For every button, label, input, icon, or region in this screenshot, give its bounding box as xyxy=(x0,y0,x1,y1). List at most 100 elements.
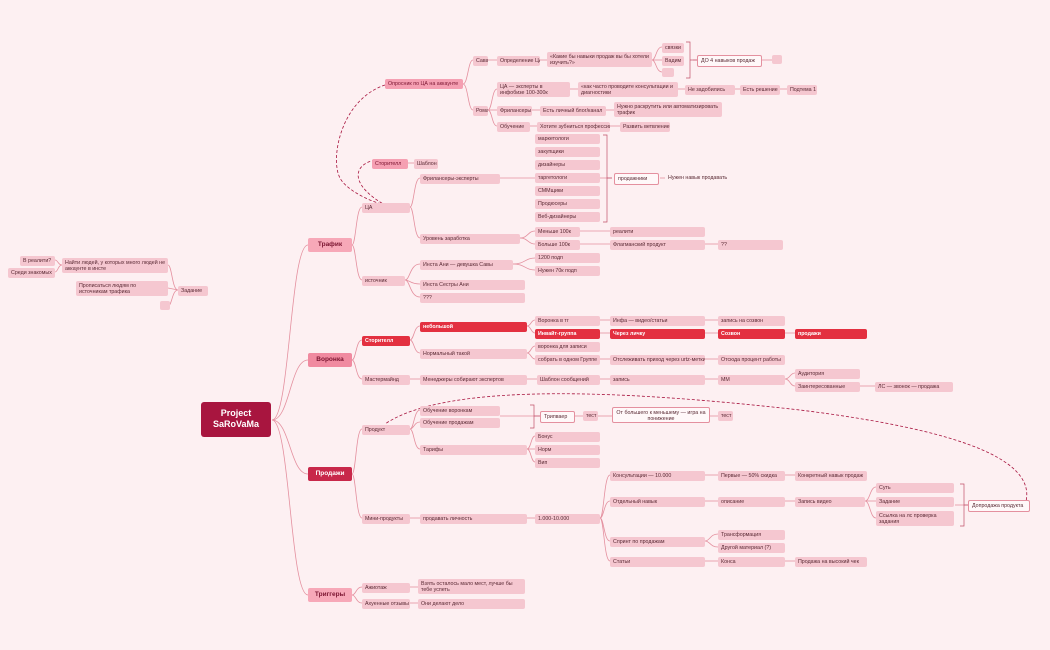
node-insta-sestry[interactable]: Инста Сестры Ани xyxy=(420,280,525,291)
node-menshe[interactable]: Меньше 100к xyxy=(535,227,580,238)
node-cherez-lichku[interactable]: Через личку xyxy=(610,329,705,340)
node-konsultacii[interactable]: Консультации — 10.000 xyxy=(610,471,705,482)
node-storitejl-v[interactable]: Сторителл xyxy=(362,336,410,347)
node-sobrat[interactable]: собрать в одном Группе xyxy=(535,355,600,366)
node-pervye[interactable]: Первые — 50% скидка xyxy=(718,471,785,482)
node-otslezhivat[interactable]: Отслеживать приход через urtz-метки xyxy=(610,355,705,366)
branch-voronka[interactable]: Воронка xyxy=(308,353,352,367)
node-masterminy[interactable]: Мастермайнд xyxy=(362,375,410,386)
node-ahuennye[interactable]: Ахуенные отзывы xyxy=(362,599,410,610)
node-vozhim[interactable]: Вадим xyxy=(662,56,684,67)
node-norm[interactable]: Норм xyxy=(535,445,600,456)
prof-5[interactable]: Продюсеры xyxy=(535,199,600,210)
prof-0[interactable]: маркетологи xyxy=(535,134,600,145)
node-ot-bolshego[interactable]: От большего к меньшему — игра на понижен… xyxy=(612,407,710,423)
node-flagmanskiy[interactable]: Флагманский продукт xyxy=(610,240,705,251)
node-do4[interactable]: ДО 4 навыков продаж xyxy=(697,55,762,68)
node-zapis-video[interactable]: Запись видео xyxy=(795,497,865,508)
node-sava[interactable]: Сава xyxy=(473,56,488,67)
node-hotite[interactable]: Хотите зубниться профессии xyxy=(537,122,610,133)
node-prodazhi-v[interactable]: продажи xyxy=(795,329,867,340)
node-normalnyi[interactable]: Нормальный такой xyxy=(420,349,527,360)
node-sut[interactable]: Суть xyxy=(876,483,954,494)
node-zadanie-left[interactable]: Задание xyxy=(178,286,208,297)
node-kakie-navyki[interactable]: «Какие бы навыки продаж вы бы хотели изу… xyxy=(547,52,652,67)
node-v-realnosti[interactable]: В реалити? xyxy=(20,256,55,267)
node-nuzhno-raskrutit[interactable]: Нужно раскрутить или автоматизировать тр… xyxy=(614,102,722,117)
node-otsoda[interactable]: Отсюда процент работы xyxy=(718,355,785,366)
node-infa[interactable]: Инфа — видео/статьи xyxy=(610,316,705,327)
node-nuzhen70[interactable]: Нужен 70к подп xyxy=(535,266,600,277)
node-tarify[interactable]: Тарифы xyxy=(420,445,527,456)
node-svyazi[interactable]: связки xyxy=(662,43,684,54)
node-produkt[interactable]: Продукт xyxy=(362,425,410,436)
node-konsa[interactable]: Конса xyxy=(718,557,785,568)
node-zapis[interactable]: запись xyxy=(610,375,705,386)
node-insta-anya[interactable]: Инста Ани — девушка Савы xyxy=(420,260,513,271)
node-roma[interactable]: Рома xyxy=(473,106,488,117)
node-test[interactable]: тест xyxy=(583,411,598,422)
node-zainteresovannye[interactable]: Заинтересованные xyxy=(795,382,860,393)
node-ls-zvonok[interactable]: ЛС — звонок — продажа xyxy=(875,382,953,393)
node-storitejl-t[interactable]: Сторителл xyxy=(372,159,408,170)
node-konkretnyi[interactable]: Конкретный навык продаж xyxy=(795,471,867,482)
prof-1[interactable]: закупщики xyxy=(535,147,600,158)
node-nuzhen-navyk[interactable]: Нужен навык продавать xyxy=(668,175,728,181)
node-voronka-tg[interactable]: Воронка в тг xyxy=(535,316,600,327)
node-ne-zadobilis[interactable]: Не задобились xyxy=(685,85,735,96)
branch-trafik[interactable]: Трафик xyxy=(308,238,352,252)
prof-2[interactable]: дизайнеры xyxy=(535,160,600,171)
node-sredi-znakomyh[interactable]: Среди знакомых xyxy=(8,268,55,279)
node-sprint[interactable]: Спринт по продажам xyxy=(610,537,705,548)
node-obuchenie[interactable]: Обучение xyxy=(497,122,530,133)
node-ssylka[interactable]: Ссылка на лс проверка задания xyxy=(876,511,954,526)
node-bolshe[interactable]: Больше 100к xyxy=(535,240,580,251)
node-mm[interactable]: ММ xyxy=(718,375,785,386)
node-vzyat[interactable]: Взять осталось мало мест, лучше бы тебе … xyxy=(418,579,525,594)
node-obuchenie-prodazham[interactable]: Обучение продажам xyxy=(420,418,500,429)
node-realnyi[interactable]: реалити xyxy=(610,227,705,238)
node-nebolshoy[interactable]: небольшой xyxy=(420,322,527,333)
prof-4[interactable]: СММщики xyxy=(535,186,600,197)
node-propisatsya[interactable]: Прописаться людям по источникам трафика xyxy=(76,281,168,296)
node-kak-chasto[interactable]: «как часто проводите консультации и диаг… xyxy=(578,82,678,97)
node-azhiotazh[interactable]: Ажиотаж xyxy=(362,583,410,594)
node-empty-2[interactable] xyxy=(772,55,782,64)
node-transformaciya[interactable]: Трансформация xyxy=(718,530,785,541)
node-oprosnik[interactable]: Опросник по ЦА на аккаунте xyxy=(385,79,463,90)
node-vip[interactable]: Вип xyxy=(535,458,600,469)
node-podp1200[interactable]: 1200 подп xyxy=(535,253,600,264)
node-prodazhniki[interactable]: продажники xyxy=(614,173,659,186)
prof-6[interactable]: Веб-дизайнеры xyxy=(535,212,600,223)
node-frilansery-eksperty[interactable]: Фрилансеры-эксперты xyxy=(420,174,500,185)
node-obuchenie-voronkam[interactable]: Обучение воронкам xyxy=(420,406,500,417)
node-nayti-lyudey[interactable]: Найти людей, у которых много людей не ак… xyxy=(62,258,168,273)
node-istochnik[interactable]: источник xyxy=(362,276,405,287)
node-voronka-dlya[interactable]: воронка для записи xyxy=(535,342,600,353)
node-opredelenie-ca[interactable]: Определение ЦА xyxy=(497,56,540,67)
node-intensiv[interactable]: Инвайт-группа xyxy=(535,329,600,340)
node-empty-left[interactable] xyxy=(160,301,170,310)
node-razvit[interactable]: Развить ветвление xyxy=(620,122,670,133)
node-ca[interactable]: ЦА xyxy=(362,203,410,214)
node-uroven[interactable]: Уровень заработка xyxy=(420,234,520,245)
branch-triggery[interactable]: Триггеры xyxy=(308,588,352,602)
node-auditoriya[interactable]: Аудитория xyxy=(795,369,860,380)
node-empty-1[interactable] xyxy=(662,68,674,77)
node-sozvon[interactable]: Созвон xyxy=(718,329,785,340)
node-opisanie[interactable]: описание xyxy=(718,497,785,508)
node-drugoy[interactable]: Другой материал (?) xyxy=(718,543,785,554)
node-bonus[interactable]: Бонус xyxy=(535,432,600,443)
node-zadanie-p[interactable]: Задание xyxy=(876,497,954,508)
node-otdelnyi[interactable]: Отдельный навык xyxy=(610,497,705,508)
node-oni-delayut[interactable]: Они делают дело xyxy=(418,599,525,610)
node-tripvayer[interactable]: Трипваер xyxy=(540,411,575,424)
node-range[interactable]: 1.000-10.000 xyxy=(535,514,600,525)
node-prodavat[interactable]: продавать личность xyxy=(420,514,527,525)
node-shablon[interactable]: Шаблон xyxy=(414,159,438,170)
node-qqq[interactable]: ??? xyxy=(420,293,525,304)
branch-prodazhi[interactable]: Продажи xyxy=(308,467,352,481)
node-mini[interactable]: Мини-продукты xyxy=(362,514,410,525)
node-ca-eksperty[interactable]: ЦА — эксперты в инфобизе 100-300к xyxy=(497,82,570,97)
prof-3[interactable]: таргетологи xyxy=(535,173,600,184)
